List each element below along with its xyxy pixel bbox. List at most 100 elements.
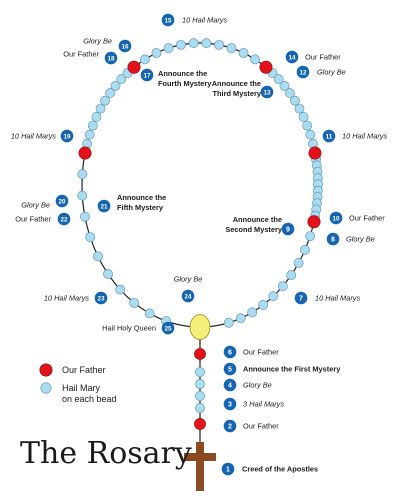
step-number: 3: [228, 402, 232, 409]
hail-mary-bead: [95, 103, 106, 114]
hail-mary-bead: [93, 251, 103, 262]
step-label: Our Father: [349, 214, 385, 223]
step-number: 7: [299, 296, 303, 303]
hail-mary-bead: [285, 88, 295, 98]
step-label: Our Father: [243, 348, 279, 357]
hail-mary-bead: [100, 95, 110, 106]
step-number-badge: [296, 65, 310, 79]
step-number-badge: [223, 397, 237, 411]
step-label: Glory Be: [83, 37, 112, 46]
step-number: 23: [97, 296, 105, 303]
step-number-badge: [294, 291, 308, 305]
step-label: 10 Hail Marys: [44, 294, 89, 303]
step-number: 20: [58, 199, 66, 206]
step-label: 10 Hail Marys: [342, 132, 387, 141]
hail-mary-bead: [151, 48, 162, 58]
step-number: 25: [164, 326, 172, 333]
step-number-badge: [57, 212, 71, 226]
hail-mary-bead: [286, 270, 297, 280]
hail-mary-bead: [247, 307, 258, 318]
step-number-badge: [326, 232, 340, 246]
step-number: 21: [100, 204, 108, 211]
hail-mary-bead: [195, 391, 205, 401]
step-label: Our Father: [243, 422, 279, 431]
hail-mary-bead: [305, 231, 315, 241]
step-number: 22: [60, 217, 68, 224]
crucifix-icon: [184, 442, 216, 491]
step-label: Glory Be: [21, 201, 50, 210]
step-number-badge: [161, 321, 175, 335]
hail-mary-bead: [226, 43, 237, 54]
hail-mary-bead: [85, 232, 96, 243]
step-number: 17: [143, 73, 151, 80]
hail-mary-bead: [77, 190, 88, 201]
step-number: 10: [332, 216, 340, 223]
hail-mary-bead: [277, 281, 288, 292]
hail-mary-bead: [77, 169, 88, 180]
step-label-line2: Third Mystery: [213, 89, 262, 98]
step-label: Announce the First Mystery: [243, 365, 341, 374]
hail-holy-queen-medal: [189, 314, 211, 340]
step-label: Announce the: [212, 79, 261, 88]
step-2: 2 Our Father: [223, 419, 279, 433]
hail-mary-bead: [140, 54, 150, 65]
step-number: 13: [263, 90, 271, 97]
bead-layer: [77, 38, 323, 430]
step-number: 5: [228, 367, 232, 374]
hail-mary-bead: [201, 38, 212, 49]
step-number-badge: [223, 419, 237, 433]
step-20: 20 Glory Be: [21, 194, 69, 210]
hail-mary-bead: [176, 39, 186, 50]
step-11: 11 10 Hail Marys: [322, 129, 387, 143]
step-number-badge: [223, 378, 237, 392]
step-number-badge: [281, 222, 295, 236]
hail-mary-bead: [115, 284, 126, 295]
step-4: 4 Glory Be: [223, 378, 272, 392]
step-number-badge: [181, 289, 195, 303]
hail-mary-bead: [144, 308, 155, 319]
hail-mary-bead: [195, 403, 205, 413]
step-number-badge: [161, 13, 175, 27]
hail-mary-bead: [110, 80, 121, 91]
hail-mary-bead: [116, 74, 127, 85]
hail-mary-bead: [298, 112, 309, 122]
step-number: 9: [286, 227, 290, 234]
step-label: Announce the: [158, 69, 207, 78]
hail-mary-bead: [91, 112, 102, 122]
hail-mary-bead: [103, 269, 113, 279]
step-number: 8: [331, 237, 335, 244]
hail-mary-bead: [235, 313, 246, 324]
step-label: Glory Be: [174, 275, 203, 284]
step-number-badge: [285, 50, 299, 64]
hail-mary-bead: [305, 129, 316, 140]
step-label: Creed of the Apostles: [242, 465, 318, 474]
step-number: 11: [326, 134, 333, 141]
step-number: 12: [299, 70, 307, 77]
step-number: 4: [228, 383, 232, 390]
step-8: 8 Glory Be: [326, 232, 375, 246]
hail-mary-bead: [129, 297, 140, 308]
hail-mary-bead: [294, 103, 305, 114]
legend-hail-mary-bead: [40, 382, 52, 394]
our-father-bead: [259, 60, 273, 74]
step-number-badge: [329, 211, 343, 225]
our-father-bead: [307, 215, 321, 229]
hail-mary-bead: [293, 258, 304, 268]
legend-hail-mary-label: Hail Mary: [62, 383, 101, 393]
step-label-line2: Fifth Mystery: [117, 203, 164, 212]
step-label: Glory Be: [243, 381, 272, 390]
step-label: Glory Be: [346, 235, 375, 244]
step-label: 10 Hail Marys: [11, 132, 56, 141]
hail-mary-bead: [250, 54, 260, 65]
step-number: 2: [228, 424, 232, 431]
